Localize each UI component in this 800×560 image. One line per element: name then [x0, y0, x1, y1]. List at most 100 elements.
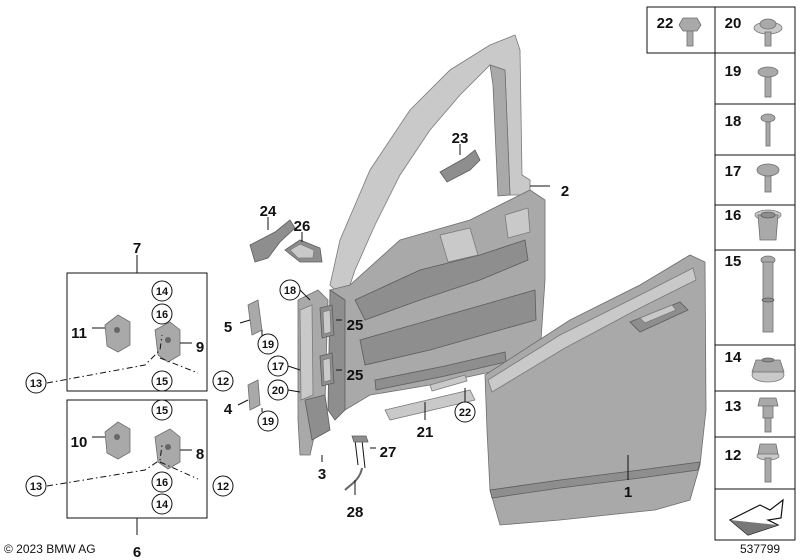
callout-label: 22 [459, 407, 471, 419]
table-label-t20: 20 [725, 15, 742, 32]
callout-c8: 8 [196, 446, 204, 463]
callout-label: 16 [156, 477, 168, 489]
callout-circle [212, 370, 234, 392]
callout-label: 3 [318, 466, 326, 483]
callout-c1: 1 [624, 484, 632, 501]
table-label-t22: 22 [657, 15, 674, 32]
callout-c15a: 15 [151, 370, 173, 392]
callout-c22: 22 [454, 401, 476, 423]
callout-c11: 11 [71, 325, 87, 342]
callout-label: 23 [452, 130, 469, 147]
callout-label: 9 [196, 339, 204, 356]
hex-flange-bolt-icon [756, 443, 780, 483]
callout-circle [267, 355, 289, 377]
callout-c27: 27 [380, 444, 397, 461]
upper-hinge-group-7 [46, 255, 208, 392]
bushing-icon [754, 209, 782, 241]
callout-c5: 5 [224, 319, 232, 336]
hinge-pillar-part-3 [297, 289, 331, 456]
callout-label: 13 [30, 481, 42, 493]
callout-c14a: 14 [151, 280, 173, 302]
bracket-part-24 [249, 219, 296, 263]
callout-circle [279, 279, 301, 301]
callout-c18: 18 [279, 279, 301, 301]
diagram-number: 537799 [740, 542, 780, 556]
callout-label: 15 [156, 405, 168, 417]
table-label-t17: 17 [725, 163, 742, 180]
shoulder-bolt-icon [757, 397, 779, 433]
callout-circle [212, 475, 234, 497]
callout-circle [267, 379, 289, 401]
callout-c21: 21 [417, 424, 434, 441]
torx-screw-washer-icon [753, 18, 783, 47]
torx-dome-screw-icon [756, 163, 780, 193]
callout-c25a: 25 [347, 317, 364, 334]
callout-c16b: 16 [151, 471, 173, 493]
callout-circle [151, 303, 173, 325]
callout-label: 25 [347, 317, 364, 334]
callout-c4: 4 [224, 401, 233, 418]
callout-label: 11 [71, 325, 87, 342]
callout-label: 2 [561, 183, 569, 200]
copyright-text: © 2023 BMW AG [4, 542, 96, 556]
table-label-t13: 13 [725, 398, 742, 415]
callout-label: 18 [284, 285, 296, 297]
callout-circle [151, 399, 173, 421]
callout-c23: 23 [452, 130, 469, 147]
table-label-t12: 12 [725, 447, 742, 464]
door-outer-skin-part-1 [484, 254, 707, 526]
callout-label: 14 [156, 499, 169, 511]
callout-c28: 28 [347, 504, 364, 521]
callout-c7: 7 [133, 240, 141, 257]
callout-label: 19 [262, 339, 274, 351]
callout-label: 15 [156, 376, 168, 388]
callout-label: 12 [217, 376, 229, 388]
callout-c6: 6 [133, 544, 141, 560]
callout-c24: 24 [260, 203, 277, 220]
callout-label: 7 [133, 240, 141, 257]
callout-c19b: 19 [257, 410, 279, 432]
callout-circle [151, 471, 173, 493]
callout-circle [151, 370, 173, 392]
bracket-part-4 [247, 379, 261, 411]
hex-bolt-icon [678, 17, 702, 47]
callout-circle [257, 333, 279, 355]
callout-c14b: 14 [151, 493, 173, 515]
callout-circle [25, 475, 47, 497]
callout-label: 1 [624, 484, 632, 501]
cover-part-23 [439, 149, 481, 183]
table-label-t18: 18 [725, 113, 742, 130]
callout-label: 8 [196, 446, 204, 463]
callout-label: 14 [156, 286, 169, 298]
callout-c12b: 12 [212, 475, 234, 497]
callout-label: 16 [156, 309, 168, 321]
callout-label: 17 [272, 361, 284, 373]
cable-part-28 [344, 467, 363, 491]
table-label-t14: 14 [725, 349, 742, 366]
callout-c19a: 19 [257, 333, 279, 355]
fastener-table [646, 6, 796, 541]
callout-label: 6 [133, 544, 141, 560]
bracket-part-5 [247, 299, 263, 336]
callout-c20: 20 [267, 379, 289, 401]
callout-label: 24 [260, 203, 277, 220]
callout-c10: 10 [71, 434, 88, 451]
arrow-notice-icon [728, 498, 784, 536]
callout-c12a: 12 [212, 370, 234, 392]
table-label-t16: 16 [725, 207, 742, 224]
callout-label: 25 [347, 367, 364, 384]
callout-label: 12 [217, 481, 229, 493]
insulation-pad-part-26 [284, 239, 323, 263]
callout-label: 10 [71, 434, 88, 451]
callout-circle [151, 493, 173, 515]
trim-strip-part-22 [429, 374, 468, 392]
seal-pads-part-25 [319, 304, 335, 387]
callout-circle [151, 280, 173, 302]
callout-c13a: 13 [25, 372, 47, 394]
table-label-t19: 19 [725, 63, 742, 80]
lower-hinge-group-6 [46, 399, 208, 535]
callout-c13b: 13 [25, 475, 47, 497]
callout-circle [454, 401, 476, 423]
